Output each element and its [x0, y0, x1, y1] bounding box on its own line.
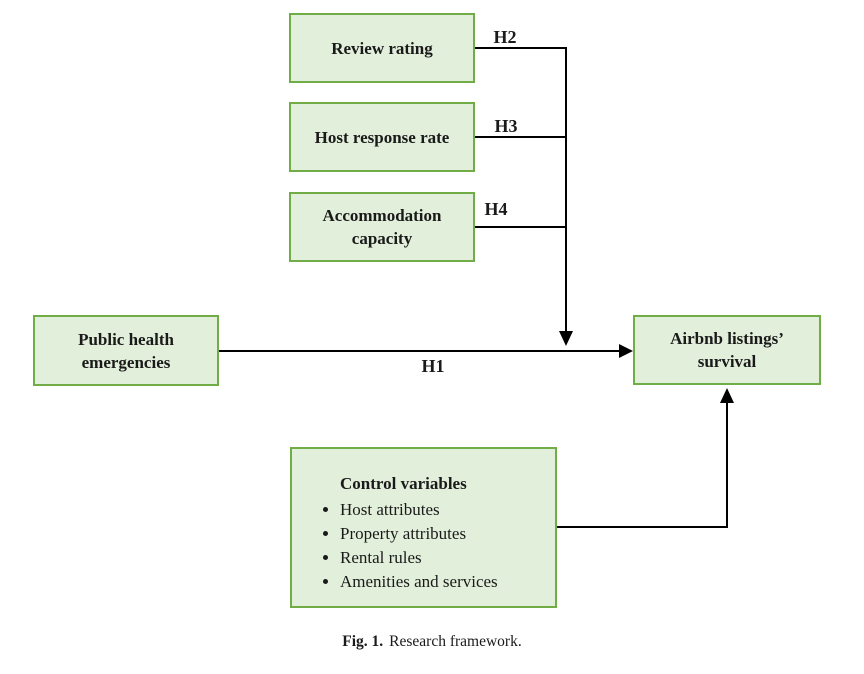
box-review-rating-label: Review rating [331, 38, 433, 58]
control-list-item: Host attributes [340, 498, 545, 522]
figure-caption-text: Research framework. [389, 633, 522, 650]
hypothesis-label-h4: H4 [484, 199, 508, 219]
box-public-health-emergencies: Public health emergencies [33, 315, 219, 386]
control-list-item: Rental rules [340, 546, 545, 570]
figure-caption: Fig. 1. Research framework. [0, 632, 864, 652]
box-accommodation-capacity: Accommodation capacity [289, 192, 475, 262]
control-list-item: Property attributes [340, 522, 545, 546]
h1-right-arrowhead [619, 344, 633, 358]
control-elbow-line [556, 402, 728, 528]
box-accommodation-capacity-label: Accommodation capacity [322, 206, 442, 248]
control-list-item: Amenities and services [340, 570, 545, 594]
box-review-rating: Review rating [289, 13, 475, 83]
box-public-health-emergencies-label: Public health emergencies [78, 329, 174, 372]
box-host-response-rate: Host response rate [289, 102, 475, 172]
hypothesis-label-h2: H2 [493, 27, 517, 47]
control-variables-title: Control variables [340, 474, 467, 493]
box-airbnb-listings-survival-label: Airbnb listings’ survival [670, 329, 784, 371]
box-control-variables: Control variables Host attributesPropert… [290, 447, 557, 608]
hypothesis-label-h3: H3 [494, 116, 518, 136]
moderator-down-arrowhead [559, 331, 573, 346]
box-host-response-rate-label: Host response rate [314, 127, 450, 147]
control-up-arrowhead [720, 388, 734, 403]
control-variables-list: Host attributesProperty attributesRental… [292, 498, 545, 594]
hypothesis-label-h1: H1 [421, 356, 445, 376]
figure-caption-number: Fig. 1. [342, 633, 384, 650]
box-airbnb-listings-survival: Airbnb listings’ survival [633, 315, 821, 385]
